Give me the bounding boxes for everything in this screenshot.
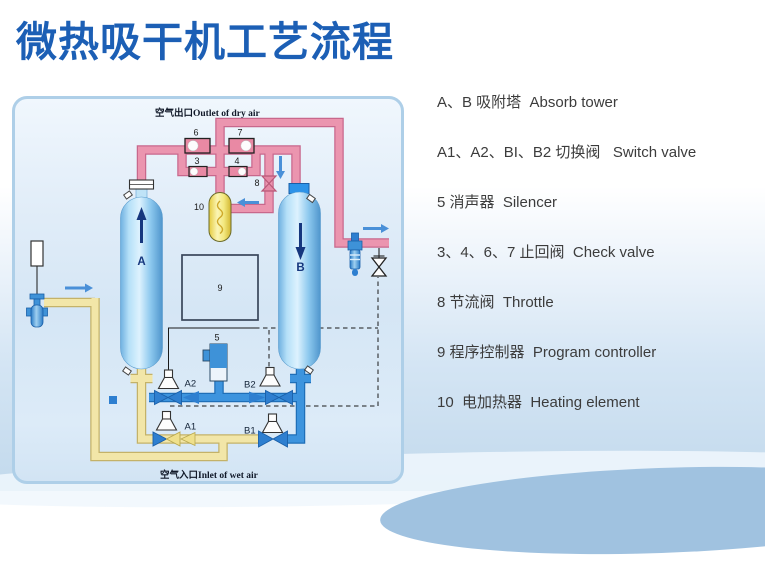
tower-b: B bbox=[278, 183, 321, 375]
check-valve-4: 4 bbox=[228, 156, 248, 178]
pipes-pink bbox=[136, 117, 389, 248]
legend-item: A、B 吸附塔 Absorb tower bbox=[437, 94, 618, 111]
valve-b2-label: B2 bbox=[244, 380, 256, 391]
throttle-valve-8: 8 bbox=[254, 175, 278, 192]
legend-item: 9 程序控制器 Program controller bbox=[437, 344, 657, 361]
check-valve-6: 6 bbox=[184, 128, 211, 154]
silencer-5-label: 5 bbox=[214, 333, 219, 343]
legend-item: 3、4、6、7 止回阀 Check valve bbox=[437, 244, 655, 261]
muffler-b2 bbox=[259, 366, 281, 387]
silencer-5: 5 bbox=[202, 333, 228, 382]
muffler-b1 bbox=[261, 413, 284, 434]
switch-valve-a2: A2 bbox=[154, 379, 197, 406]
valve-7-label: 7 bbox=[237, 128, 242, 138]
heater-10: 10 bbox=[194, 192, 232, 242]
pipes-yellow bbox=[44, 297, 258, 462]
check-valve-3: 3 bbox=[188, 156, 208, 178]
valve-a1-label: A1 bbox=[185, 422, 197, 433]
switch-valve-b2: B2 bbox=[244, 380, 293, 406]
tower-b-label: B bbox=[296, 262, 304, 274]
tower-a: A bbox=[120, 179, 163, 376]
tower-a-label: A bbox=[137, 256, 145, 268]
control-lines bbox=[36, 266, 379, 407]
heater-10-label: 10 bbox=[194, 202, 204, 212]
sensor-square bbox=[109, 396, 117, 404]
legend-item: 10 电加热器 Heating element bbox=[437, 394, 640, 411]
switch-valve-a1: A1 bbox=[152, 422, 197, 447]
flow-arrows bbox=[65, 156, 389, 447]
muffler-a1 bbox=[155, 410, 178, 431]
outlet-assembly bbox=[347, 232, 388, 277]
inlet-assembly bbox=[26, 240, 48, 328]
valve-b1-label: B1 bbox=[244, 426, 256, 437]
valve-4-label: 4 bbox=[234, 156, 239, 166]
inlet-label: 空气入口Inlet of wet air bbox=[160, 469, 259, 481]
legend-item: A1、A2、BI、B2 切换阀 Switch valve bbox=[437, 144, 697, 161]
legend: A、B 吸附塔 Absorb tower A1、A2、BI、B2 切换阀 Swi… bbox=[437, 78, 759, 428]
muffler-a2 bbox=[157, 369, 180, 390]
controller-9-label: 9 bbox=[217, 283, 222, 293]
pipes-blue bbox=[149, 369, 311, 444]
valve-6-label: 6 bbox=[193, 128, 198, 138]
valve-8-label: 8 bbox=[254, 178, 259, 188]
valve-3-label: 3 bbox=[194, 156, 199, 166]
page-title: 微热吸干机工艺流程 bbox=[16, 19, 394, 65]
valve-a2-label: A2 bbox=[185, 379, 197, 390]
controller-9: 9 bbox=[181, 254, 259, 321]
legend-item: 5 消声器 Silencer bbox=[437, 194, 558, 211]
legend-item: 8 节流阀 Throttle bbox=[437, 294, 554, 311]
switch-valve-b1: B1 bbox=[244, 426, 288, 448]
outlet-label: 空气出口Outlet of dry air bbox=[155, 107, 261, 119]
check-valve-7: 7 bbox=[228, 128, 255, 154]
process-flow-diagram: A B 6 7 3 4 8 10 bbox=[26, 107, 389, 481]
